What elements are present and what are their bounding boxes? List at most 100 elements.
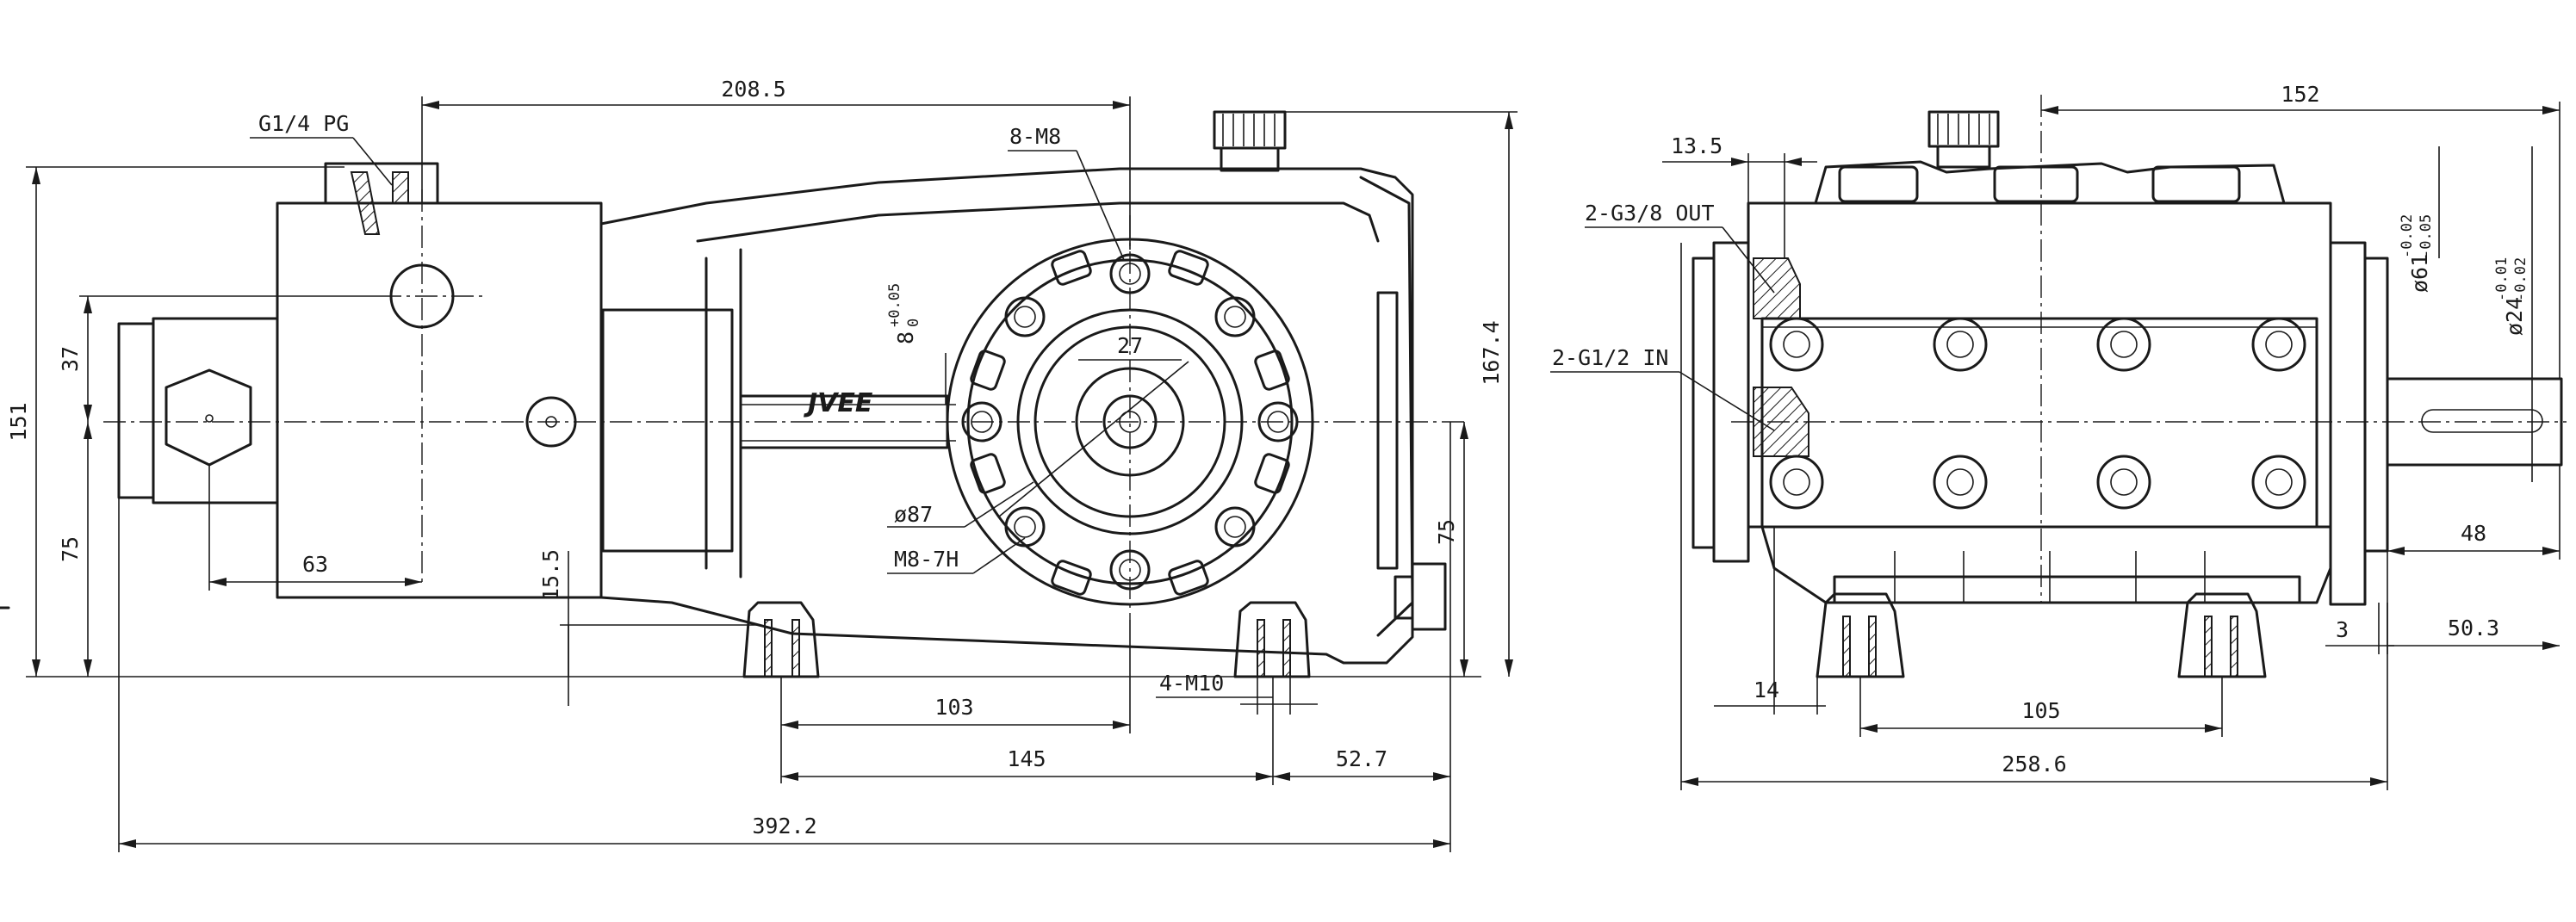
flange-bolt-inner [1014, 306, 1036, 328]
arrow [1681, 777, 1698, 786]
key-tol-lower: 0 [905, 319, 922, 327]
outlet-section [1753, 257, 1801, 319]
flange-bolt [1214, 506, 1256, 548]
head-face [1760, 317, 2318, 529]
dim-52-7: 52.7 [1336, 746, 1387, 771]
inlet-boss [152, 317, 279, 504]
crankcase-front [1760, 525, 2332, 604]
label-phi24-upper: -0.01 [2493, 257, 2511, 301]
key-tol-group: 8 +0.05 0 [886, 283, 922, 344]
oil-filler-knurl-front [1937, 114, 1990, 145]
leader-inlet-2 [1679, 371, 1775, 431]
arrow [781, 772, 798, 781]
plug-hex [2265, 468, 2293, 496]
dim-258-6: 258.6 [2002, 752, 2066, 777]
brand-logo: JVEE [804, 388, 873, 418]
plug [1933, 455, 1988, 510]
end-plate-right-2 [2363, 257, 2389, 553]
manifold-block [276, 201, 603, 599]
label-outlet: 2-G3/8 OUT [1585, 201, 1715, 226]
plug-hex [2110, 331, 2138, 358]
foot-front-right [2177, 592, 2267, 678]
flange-diag-line [998, 361, 1189, 517]
leader-phi87-2 [964, 481, 1034, 528]
dim-145: 145 [1007, 746, 1046, 771]
oil-filler-neck-front [1936, 145, 1991, 169]
arrow [1460, 422, 1468, 439]
label-m8-7h: M8-7H [894, 547, 959, 572]
label-4-m10: 4-M10 [1159, 671, 1224, 696]
arrow [2542, 106, 2560, 114]
arrow [84, 296, 92, 313]
key-tol-base: 8 [893, 331, 918, 344]
plug [2096, 455, 2151, 510]
plug [1769, 455, 1824, 510]
foot-front-right-section-2 [2230, 616, 2238, 678]
foot-front-right-section [2204, 616, 2213, 678]
key-tol-upper: +0.05 [886, 283, 903, 327]
phi24-group: ø24 -0.01 -0.02 [2493, 257, 2529, 336]
arrow [1505, 659, 1513, 677]
foot-left-section [764, 619, 773, 678]
plug [2251, 317, 2306, 372]
foot-right-section [1257, 619, 1265, 678]
arrow [1273, 772, 1290, 781]
label-phi87: ø87 [894, 502, 933, 527]
arrow [1505, 112, 1513, 129]
drain-plug [1411, 562, 1447, 631]
arrow [32, 659, 40, 677]
flange-bolts [961, 253, 1299, 591]
plug-hex [2265, 331, 2293, 358]
arrow [32, 167, 40, 184]
inlet-hex-nut [164, 368, 252, 467]
flange-pocket [970, 453, 1006, 494]
arrow [84, 659, 92, 677]
plug [1933, 317, 1988, 372]
top-cover-boss-1 [1838, 165, 1919, 203]
arrow [422, 101, 439, 109]
dim-48: 48 [2461, 521, 2486, 546]
crankcase-panel [601, 308, 734, 553]
flange-pockets [970, 250, 1290, 596]
oil-filler-cap-front [1927, 110, 2000, 148]
leader-m8-7h-2 [972, 537, 1026, 574]
arrow [1113, 721, 1130, 729]
flange-bolt-inner [1014, 516, 1036, 538]
gauge-port-section [350, 171, 381, 235]
plug-hex [1783, 468, 1810, 496]
arrow [2542, 547, 2560, 555]
dim-50-3: 50.3 [2448, 616, 2499, 640]
plug [2251, 455, 2306, 510]
flange-pocket [1254, 453, 1290, 494]
arrow [209, 578, 227, 586]
arrow [405, 578, 422, 586]
dim-75-right: 75 [1434, 519, 1459, 545]
label-phi61-lower: -0.05 [2418, 214, 2435, 258]
gauge-port-section-2 [392, 171, 409, 204]
arrow [2041, 106, 2058, 114]
end-plate-left-2 [1691, 257, 1716, 549]
dim-103: 103 [934, 695, 973, 720]
arrow [1785, 158, 1802, 166]
arrow [2205, 724, 2222, 733]
label-g14-pg: G1/4 PG [258, 111, 349, 136]
dim-75-left: 75 [58, 536, 83, 562]
dim-37: 37 [58, 346, 83, 372]
arrow [781, 721, 798, 729]
plug-hex [1946, 468, 1974, 496]
leader-8m8-2 [1076, 150, 1125, 261]
crankcase-front-plate [1833, 575, 2301, 604]
label-8-m8: 8-M8 [1009, 124, 1061, 149]
dim-14: 14 [1754, 678, 1779, 702]
foot-right [1233, 601, 1311, 678]
gauge-port-cap [324, 162, 439, 205]
oil-filler-knurl [1222, 114, 1276, 146]
flange-pocket [970, 350, 1006, 391]
drain-plug-head [1394, 575, 1414, 620]
rear-cover [1359, 176, 1414, 637]
foot-front-left-section [1842, 616, 1851, 678]
dim-3: 3 [2336, 617, 2349, 642]
flange-bolt [1004, 296, 1046, 337]
arrow [84, 422, 92, 439]
